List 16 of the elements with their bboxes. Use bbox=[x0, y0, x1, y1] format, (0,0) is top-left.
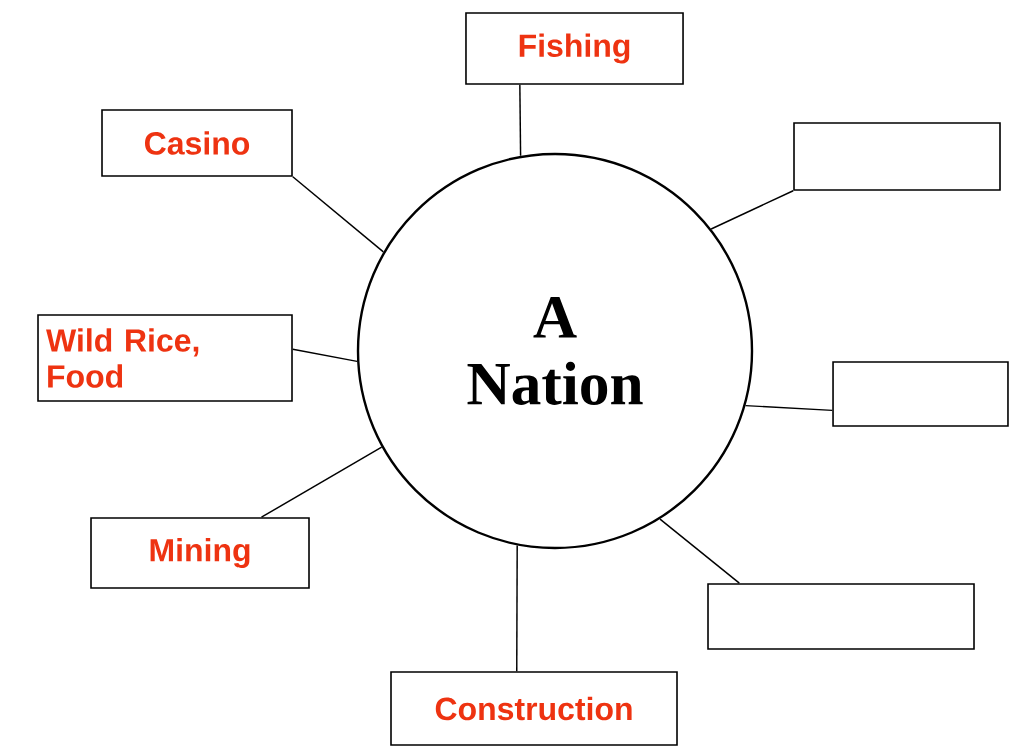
label-box: Mining bbox=[90, 517, 310, 589]
empty-box bbox=[707, 583, 975, 650]
connector-line bbox=[260, 446, 383, 518]
connector-line bbox=[710, 190, 794, 230]
connector-line bbox=[659, 518, 741, 584]
empty-box bbox=[832, 361, 1009, 427]
empty-box bbox=[793, 122, 1001, 191]
label-box: Construction bbox=[390, 671, 678, 746]
connector-line bbox=[519, 84, 522, 157]
label-box: Fishing bbox=[465, 12, 684, 85]
connector-line bbox=[292, 176, 385, 253]
label-box: Wild Rice, Food bbox=[37, 314, 293, 402]
connector-line bbox=[744, 404, 833, 412]
connector-line bbox=[516, 544, 518, 672]
connector-line bbox=[292, 348, 358, 363]
label-box: Casino bbox=[101, 109, 293, 177]
